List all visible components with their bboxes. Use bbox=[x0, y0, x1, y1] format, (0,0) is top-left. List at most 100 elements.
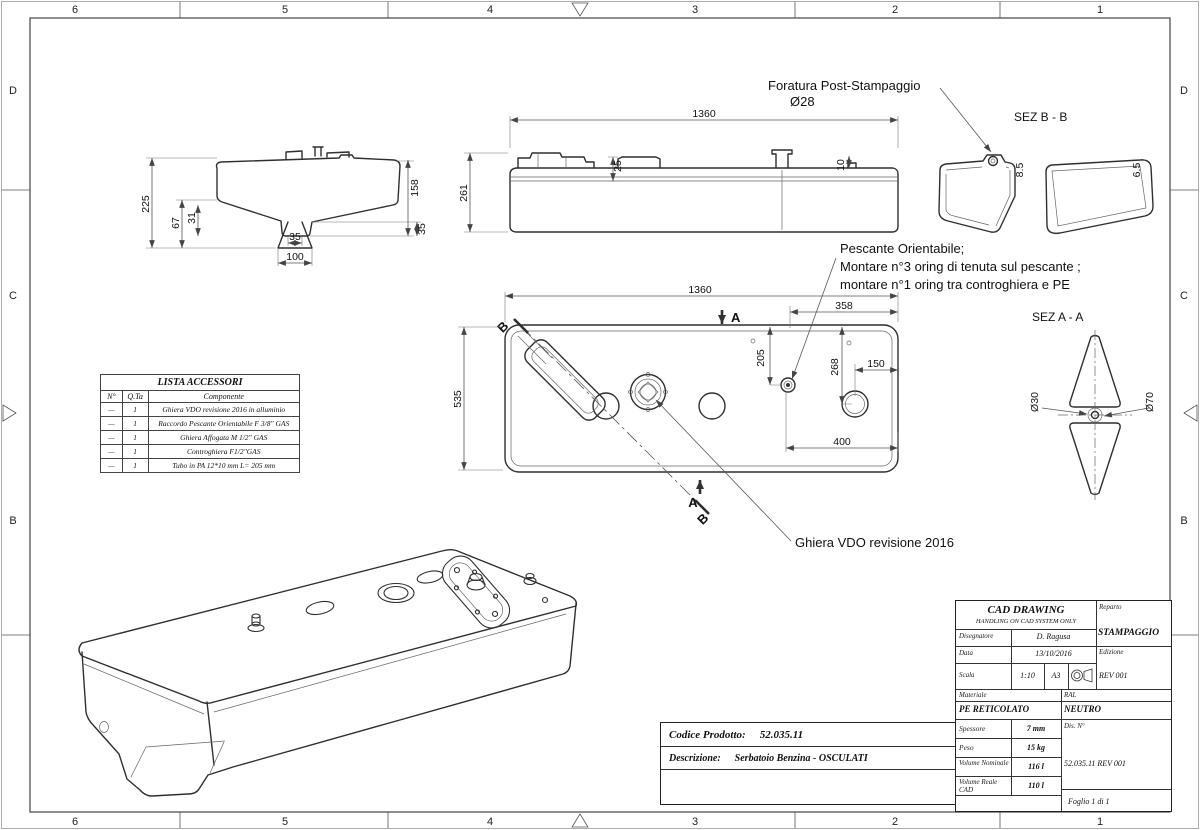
ghiera-note: Ghiera VDO revisione 2016 bbox=[795, 535, 954, 550]
dim-261: 261 bbox=[458, 184, 470, 202]
cad-drawing-title: CAD DRAWING bbox=[987, 604, 1065, 616]
isometric-view-drawing bbox=[78, 549, 578, 797]
first-angle-projection-icon bbox=[1070, 668, 1094, 688]
spessore-label: Spessore bbox=[959, 724, 986, 733]
cell-qty: 1 bbox=[121, 458, 149, 473]
data-value: 13/10/2016 bbox=[1035, 649, 1072, 658]
table-row: — 1 Tubo in PA 12*10 mm L= 205 mm bbox=[100, 458, 301, 473]
accessories-col-n: N° bbox=[100, 390, 123, 403]
disegnatore-value: D. Ragusa bbox=[1036, 632, 1071, 641]
pescante-note-line3: montare n°1 oring tra controghiera e PE bbox=[840, 277, 1070, 292]
dim-8_5: 8.5 bbox=[1014, 163, 1026, 178]
cell-qty: 1 bbox=[121, 430, 149, 445]
accessories-table: LISTA ACCESSORI N° Q.Ta Componente — 1 G… bbox=[100, 374, 301, 473]
zone-left-c: C bbox=[9, 290, 17, 302]
dim-1360-plan: 1360 bbox=[688, 284, 712, 296]
cad-drawing-subtitle: HANDLING ON CAD SYSTEM ONLY bbox=[975, 618, 1077, 625]
volume-reale-value: 110 l bbox=[1028, 781, 1044, 790]
zone-top-1: 1 bbox=[1097, 4, 1103, 16]
dim-35-right: 35 bbox=[416, 223, 428, 235]
cell-n: — bbox=[100, 402, 123, 417]
codice-prodotto-label: Codice Prodotto: bbox=[669, 728, 746, 741]
disegnatore-label: Disegnatore bbox=[959, 632, 994, 640]
zone-top-5: 5 bbox=[282, 4, 288, 16]
cell-qty: 1 bbox=[121, 444, 149, 459]
cell-qty: 1 bbox=[121, 416, 149, 431]
cell-n: — bbox=[100, 458, 123, 473]
zone-bottom-1: 1 bbox=[1097, 816, 1103, 828]
side-view-drawing: 1360 261 25 10 bbox=[458, 108, 899, 233]
dim-400: 400 bbox=[833, 436, 851, 448]
dim-dia70: Ø70 bbox=[1144, 392, 1156, 412]
reparto-label: Reparto bbox=[1099, 603, 1122, 611]
cell-n: — bbox=[100, 444, 123, 459]
zone-bottom-4: 4 bbox=[487, 816, 493, 828]
section-bb-label: SEZ B - B bbox=[1014, 110, 1067, 124]
zone-right-b: B bbox=[1180, 515, 1187, 527]
pescante-leader-line bbox=[791, 257, 837, 380]
product-code-box: Codice Prodotto: 52.035.11 Descrizione: … bbox=[660, 722, 956, 805]
pescante-note-line1: Pescante Orientabile; bbox=[840, 241, 964, 256]
zone-top-3: 3 bbox=[692, 4, 698, 16]
cell-component: Raccordo Pescante Orientabile F 3/8" GAS bbox=[147, 416, 301, 431]
zone-right-c: C bbox=[1180, 290, 1188, 302]
formato-value: A3 bbox=[1051, 671, 1061, 680]
data-label: Data bbox=[959, 649, 973, 657]
dim-25: 25 bbox=[612, 160, 624, 172]
peso-value: 15 kg bbox=[1027, 743, 1045, 752]
zone-top-4: 4 bbox=[487, 4, 493, 16]
zone-left-d: D bbox=[9, 85, 17, 97]
table-row: — 1 Raccordo Pescante Orientabile F 3/8"… bbox=[100, 416, 301, 431]
section-label-a-bottom: A bbox=[688, 495, 698, 510]
volume-nominale-value: 116 l bbox=[1028, 762, 1044, 771]
zone-top-6: 6 bbox=[72, 4, 78, 16]
scala-label: Scala bbox=[959, 671, 975, 679]
section-bb-drawing: 8.5 6.5 SEZ B - B Foratura Post-Stampagg… bbox=[768, 78, 1154, 235]
zone-bottom-6: 6 bbox=[72, 816, 78, 828]
cell-n: — bbox=[100, 430, 123, 445]
ghiera-leader-line bbox=[655, 399, 792, 542]
dis-n-value: 52.035.11 REV 001 bbox=[1064, 759, 1126, 768]
accessories-table-title: LISTA ACCESSORI bbox=[100, 374, 300, 391]
foglio-value: Foglio 1 di 1 bbox=[1068, 797, 1110, 806]
dim-10: 10 bbox=[835, 159, 847, 171]
edizione-value: REV 001 bbox=[1099, 671, 1128, 680]
cell-qty: 1 bbox=[121, 402, 149, 417]
descrizione-label: Descrizione: bbox=[669, 752, 721, 764]
scala-value: 1:10 bbox=[1020, 671, 1035, 680]
dim-150: 150 bbox=[867, 358, 885, 370]
end-view-drawing: 225 67 31 158 35 35 100 bbox=[140, 0, 510, 266]
table-row: — 1 Controghiera F1/2"GAS bbox=[100, 444, 301, 459]
cell-n: — bbox=[100, 416, 123, 431]
dim-535: 535 bbox=[452, 390, 464, 408]
dim-dia30: Ø30 bbox=[1029, 392, 1041, 412]
table-row: — 1 Ghiera Affogata M 1/2" GAS bbox=[100, 430, 301, 445]
cell-component: Tubo in PA 12*10 mm L= 205 mm bbox=[147, 458, 301, 473]
dim-158: 158 bbox=[409, 179, 421, 197]
dim-31: 31 bbox=[186, 212, 198, 224]
dim-6_5: 6.5 bbox=[1131, 163, 1143, 178]
zone-bottom-5: 5 bbox=[282, 816, 288, 828]
dis-n-label: Dis. N° bbox=[1064, 722, 1085, 730]
dim-358: 358 bbox=[835, 300, 853, 312]
plan-view-drawing: B B A A 1360 358 535 205 268 150 400 Pes… bbox=[452, 241, 1081, 550]
dim-1360-side: 1360 bbox=[692, 108, 716, 120]
dim-268: 268 bbox=[829, 358, 841, 376]
section-bb-end-marks bbox=[513, 318, 710, 515]
volume-reale-label: Volume Reale CAD bbox=[959, 778, 998, 794]
cell-component: Ghiera Affogata M 1/2" GAS bbox=[147, 430, 301, 445]
foratura-note-line2: Ø28 bbox=[790, 94, 815, 109]
pescante-note-line2: Montare n°3 oring di tenuta sul pescante… bbox=[840, 259, 1081, 274]
section-aa-drawing: SEZ A - A Ø30 Ø70 bbox=[1029, 310, 1156, 500]
product-description-row: Descrizione: Serbatoio Benzina - OSCULAT… bbox=[661, 747, 955, 770]
section-aa-label: SEZ A - A bbox=[1032, 310, 1083, 324]
materiale-label: Materiale bbox=[959, 691, 987, 699]
section-line-bb bbox=[520, 325, 703, 508]
zone-left-b: B bbox=[9, 515, 16, 527]
ral-label: RAL bbox=[1064, 691, 1077, 699]
reparto-value: STAMPAGGIO bbox=[1098, 628, 1160, 638]
zone-bottom-2: 2 bbox=[892, 816, 898, 828]
title-block: CAD DRAWING HANDLING ON CAD SYSTEM ONLY … bbox=[955, 600, 1172, 812]
